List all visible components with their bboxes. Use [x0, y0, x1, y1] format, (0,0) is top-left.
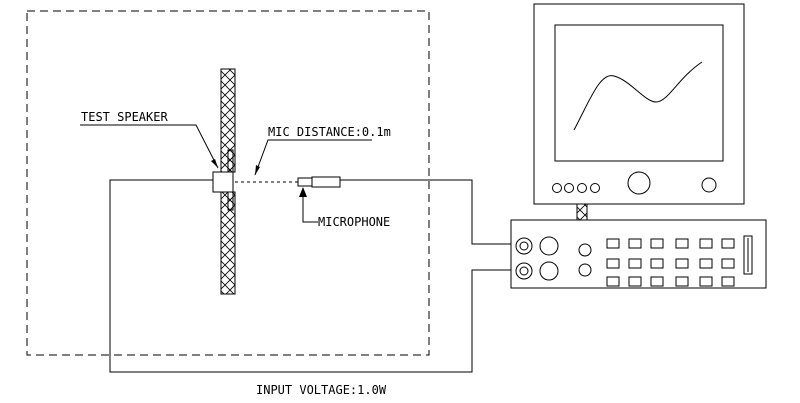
monitor	[533, 3, 745, 205]
baffle	[220, 68, 236, 295]
monitor-knob-small-3	[577, 183, 587, 193]
analyzer-button	[606, 238, 620, 249]
analyzer-button	[650, 258, 664, 269]
analyzer-button	[721, 276, 735, 287]
test-speaker	[212, 171, 234, 193]
mic-distance-leader	[254, 139, 372, 176]
analyzer-button	[650, 276, 664, 287]
analyzer-unit	[510, 219, 767, 289]
input-voltage-label: INPUT VOLTAGE:1.0W	[256, 383, 387, 397]
microphone	[297, 176, 341, 188]
monitor-knob-small-4	[590, 183, 600, 193]
microphone-leader	[302, 188, 318, 223]
analyzer-button	[650, 238, 664, 249]
monitor-connector	[576, 203, 588, 221]
analyzer-button	[675, 276, 689, 287]
analyzer-button	[628, 238, 642, 249]
response-curve	[573, 61, 703, 131]
analyzer-small-knob-1	[578, 243, 592, 257]
analyzer-button	[675, 238, 689, 249]
analyzer-button	[699, 258, 713, 269]
monitor-knob-small-1	[552, 183, 562, 193]
analyzer-button	[721, 258, 735, 269]
analyzer-button	[606, 276, 620, 287]
analyzer-button	[699, 238, 713, 249]
analyzer-button	[721, 238, 735, 249]
chamber-outline	[26, 10, 430, 356]
analyzer-button	[606, 258, 620, 269]
analyzer-small-knob-2	[578, 263, 592, 277]
microphone-label: MICROPHONE	[318, 215, 390, 229]
test-speaker-label: TEST SPEAKER	[81, 110, 168, 124]
analyzer-button	[628, 276, 642, 287]
microphone-arrow	[299, 187, 307, 197]
monitor-knob-small-2	[564, 183, 574, 193]
analyzer-button	[699, 276, 713, 287]
test-speaker-arrow	[211, 159, 218, 168]
analyzer-knob-1	[539, 236, 559, 256]
analyzer-knob-2	[539, 261, 559, 281]
monitor-knob-large	[627, 171, 651, 195]
analyzer-button	[675, 258, 689, 269]
wiring	[109, 179, 516, 373]
monitor-knob-right	[701, 177, 717, 193]
mic-distance-arrow	[255, 165, 260, 175]
test-speaker-leader	[80, 124, 219, 169]
mic-distance-label: MIC DISTANCE:0.1m	[268, 125, 391, 139]
analyzer-button	[628, 258, 642, 269]
monitor-screen	[554, 24, 724, 162]
